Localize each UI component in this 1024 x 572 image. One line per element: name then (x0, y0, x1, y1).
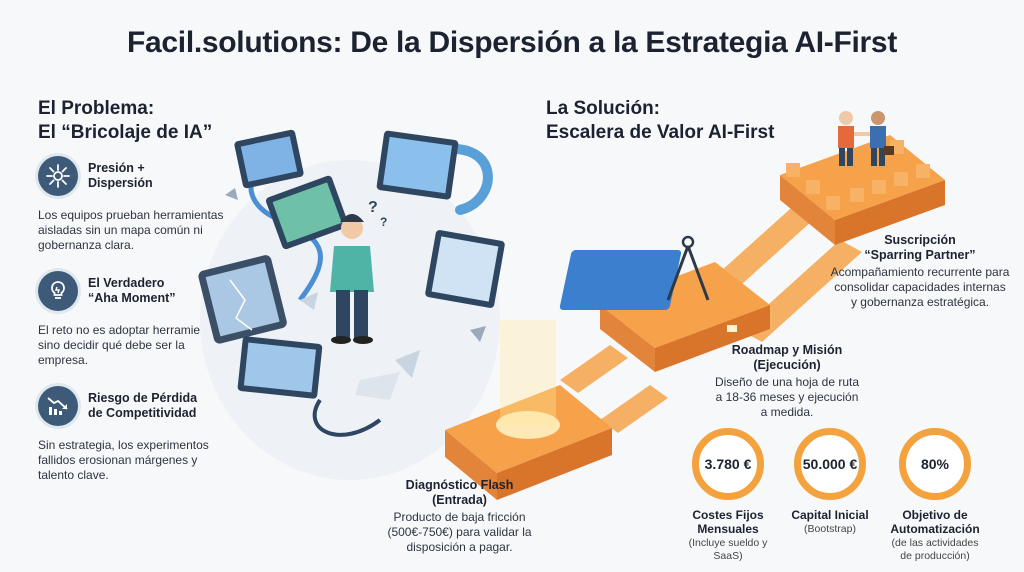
heading-line: Riesgo de Pérdida (88, 391, 198, 405)
heading-line: Dispersión (88, 176, 153, 190)
heading-line: Objetivo de (902, 508, 968, 522)
problem-item-heading: Riesgo de Pérdida de Competitividad (88, 391, 197, 421)
laptop-icon (237, 336, 323, 399)
stage-description: Acompañamiento recurrente para consolida… (830, 265, 1010, 309)
kpi-subtitle: (de las actividades de producción) (880, 537, 990, 563)
page-title: Facil.solutions: De la Dispersión a la E… (126, 26, 898, 59)
stage-description: Producto de baja fricción (500€-750€) pa… (387, 510, 532, 554)
kpi-fixed-costs: 3.780 € Costes Fijos Mensuales (Incluye … (673, 428, 783, 563)
problem-title-line1: El Problema: (38, 98, 155, 119)
roadmap-platform (559, 235, 770, 372)
stage-roadmap: Roadmap y Misión (Ejecución) Diseño de u… (712, 343, 862, 420)
problem-item-heading: El Verdadero “Aha Moment” (88, 276, 176, 306)
heading-line: Costes Fijos (692, 508, 764, 522)
confused-person-icon: ? ? (330, 199, 387, 344)
stage-description: Diseño de una hoja de ruta a 18-36 meses… (714, 375, 860, 419)
solution-title-line2: Escalera de Valor AI-First (546, 122, 775, 143)
problem-item-pressure: Presión + Dispersión Los equipos prueban… (38, 156, 228, 253)
kpi-ring: 80% (899, 428, 971, 500)
monitor-icon (376, 130, 459, 200)
problem-title-line2: El “Bricolaje de IA” (38, 122, 213, 143)
heading-line: “Aha Moment” (88, 291, 176, 305)
broken-monitor-icon (234, 129, 304, 189)
heading-line: Automatización (890, 522, 980, 536)
cracked-tablet-icon (198, 255, 287, 344)
lightbulb-icon (38, 271, 78, 311)
svg-text:?: ? (368, 199, 378, 216)
subtitle-line: SaaS) (713, 550, 743, 562)
kpi-heading: Objetivo de Automatización (880, 508, 990, 536)
stage-heading: Roadmap y Misión (Ejecución) (712, 343, 862, 373)
dispersion-icon (38, 156, 78, 196)
problem-item-aha: El Verdadero “Aha Moment” El reto no es … (38, 271, 228, 368)
kpi-automation-goal: 80% Objetivo de Automatización (de las a… (880, 428, 990, 563)
diagnostic-platform (445, 320, 612, 500)
stage-heading: Diagnóstico Flash (Entrada) (372, 478, 547, 508)
heading-line: Roadmap y Misión (731, 343, 843, 357)
kpi-subtitle: (Bootstrap) (775, 523, 885, 536)
problem-item-description: Los equipos prueban herramientas aislada… (38, 208, 224, 252)
problem-section-title: El Problema: El “Bricolaje de IA” (38, 97, 212, 145)
subtitle-line: de producción) (900, 550, 970, 562)
heading-line: Diagnóstico Flash (405, 478, 514, 492)
heading-line: (Entrada) (432, 493, 487, 507)
screen-icon (425, 230, 505, 308)
heading-line: Suscripción (884, 233, 956, 247)
stage-heading: Suscripción “Sparring Partner” (830, 233, 1010, 263)
problem-item-description: El reto no es adoptar herramientas, sino… (38, 323, 227, 367)
kpi-heading: Capital Inicial (775, 508, 885, 522)
compass-icon (666, 235, 710, 301)
svg-text:?: ? (380, 215, 387, 229)
heading-line: Presión + (88, 161, 145, 175)
handshake-people-icon (838, 111, 894, 166)
subtitle-line: (de las actividades (891, 537, 979, 549)
chaos-illustration: ? ? (198, 129, 505, 480)
heading-line: Capital Inicial (791, 508, 869, 522)
kpi-subtitle: (Incluye sueldo y SaaS) (673, 537, 783, 563)
stage-diagnostic: Diagnóstico Flash (Entrada) Producto de … (372, 478, 547, 555)
heading-line: Mensuales (697, 522, 759, 536)
heading-line: de Competitividad (88, 406, 197, 420)
heading-line: (Ejecución) (753, 358, 821, 372)
subscription-platform (780, 111, 945, 245)
problem-item-description: Sin estrategia, los experimentos fallido… (38, 438, 209, 482)
subtitle-line: (Bootstrap) (804, 523, 856, 535)
stage-subscription: Suscripción “Sparring Partner” Acompañam… (830, 233, 1010, 310)
declining-chart-icon (38, 386, 78, 426)
solution-section-title: La Solución: Escalera de Valor AI-First (546, 97, 774, 145)
subtitle-line: (Incluye sueldo y (688, 537, 768, 549)
value-staircase-illustration (445, 111, 945, 500)
heading-line: El Verdadero (88, 276, 165, 290)
kpi-heading: Costes Fijos Mensuales (673, 508, 783, 536)
kpi-ring: 50.000 € (794, 428, 866, 500)
kpi-ring: 3.780 € (692, 428, 764, 500)
problem-item-risk: Riesgo de Pérdida de Competitividad Sin … (38, 386, 228, 483)
kpi-initial-capital: 50.000 € Capital Inicial (Bootstrap) (775, 428, 885, 536)
solution-title-line1: La Solución: (546, 98, 660, 119)
tablet-icon (266, 175, 349, 250)
heading-line: “Sparring Partner” (864, 248, 976, 262)
problem-item-heading: Presión + Dispersión (88, 161, 153, 191)
